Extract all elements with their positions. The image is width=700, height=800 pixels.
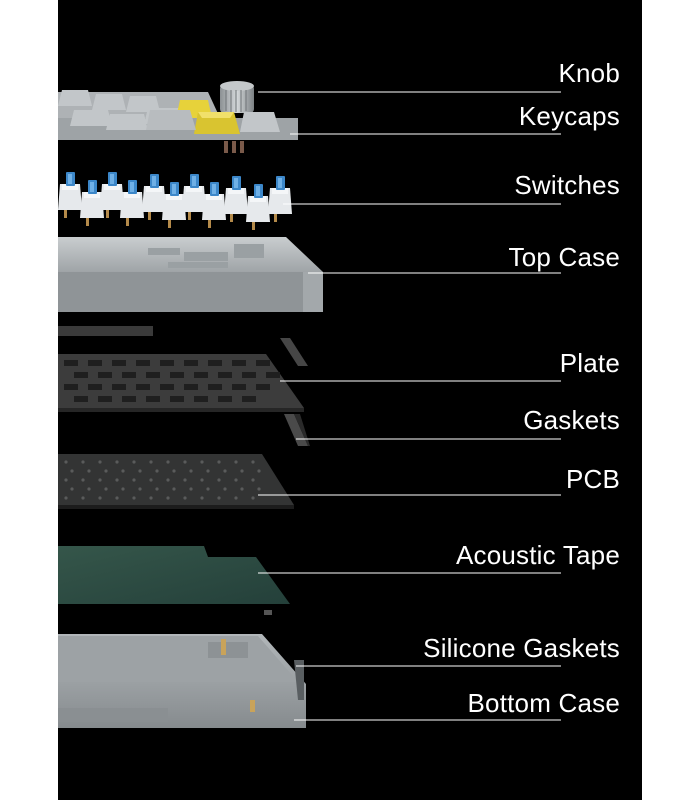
acoustic-tape-part (58, 546, 290, 615)
keyboard-exploded-illustration (58, 81, 561, 728)
label-switches: Switches (514, 170, 620, 200)
keycaps-part (58, 90, 298, 153)
knob-part (220, 81, 254, 113)
bottom-case-part (58, 634, 306, 728)
exploded-view-diagram: Knob Keycaps Switches Top Case Plate Gas… (58, 0, 642, 800)
label-plate: Plate (559, 348, 620, 378)
pcb-part (58, 454, 294, 509)
gaskets-part (284, 414, 310, 446)
top-case-part (58, 237, 323, 312)
label-gaskets: Gaskets (523, 405, 620, 435)
label-bottom-case: Bottom Case (467, 688, 620, 718)
label-keycaps: Keycaps (518, 101, 620, 131)
label-acoustic-tape: Acoustic Tape (456, 540, 620, 570)
label-pcb: PCB (565, 464, 620, 494)
label-silicone-gaskets: Silicone Gaskets (423, 633, 620, 663)
label-top-case: Top Case (508, 242, 620, 272)
leader-lines (258, 91, 561, 721)
switches-part (58, 172, 292, 230)
label-knob: Knob (558, 58, 620, 88)
plate-part (58, 326, 308, 412)
